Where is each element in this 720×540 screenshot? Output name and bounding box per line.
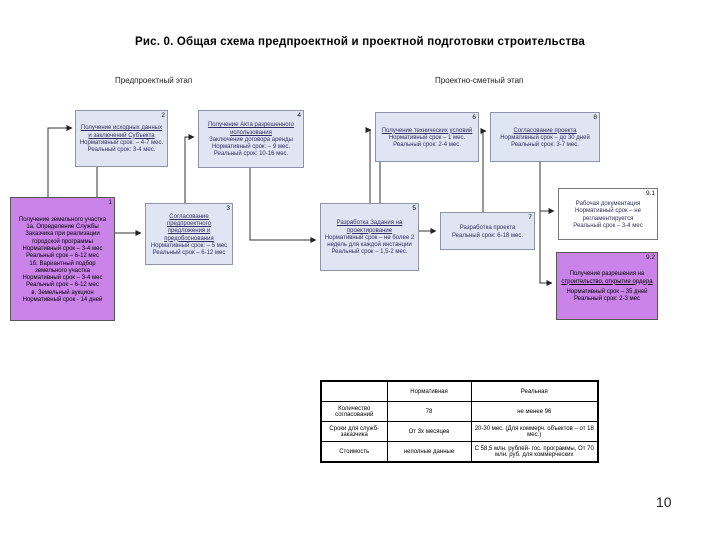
table-cell: 78: [386, 401, 472, 422]
step-text-line: Получение земельного участка: [18, 216, 107, 223]
page-number: 10: [656, 494, 672, 510]
step-text-line: Нормативный срок – не более 2 недель для…: [324, 234, 415, 249]
stage-header-project-estimate: Проектно-сметный этап: [435, 76, 524, 85]
step-text-line: Нормативный срок – 3-4 мес: [22, 245, 103, 252]
table-cell: Сроки для служб-заказчика: [320, 421, 388, 442]
step-text-line: Реальный срок – 6-12 мес: [152, 250, 226, 257]
step-text-line: Реальный срок: 10-16 мес.: [213, 151, 289, 158]
step-text-line: Реальный срок: 3-4 мес.: [87, 147, 156, 154]
step-text-line: Нормативный срок: – 4-7 мес.: [79, 140, 164, 146]
table-header-row: Нормативная Реальная: [320, 380, 599, 402]
step-title: Получение исходных данных и заключений С…: [80, 125, 163, 139]
table-row: Сроки для служб-заказчика От 3х месяцев …: [320, 421, 599, 442]
table-row: Количество согласований 78 не менее 96: [320, 401, 599, 422]
step-box-5-design-assignment: 5 Разработка Задания на проектирование Н…: [320, 203, 419, 271]
step-text-line: 1а. Определение Службы Заказчика при реа…: [25, 223, 100, 245]
table-cell: не менее 96: [470, 401, 599, 422]
step-title: Согласование проекта: [513, 127, 577, 134]
step-title: Получение технических условий: [381, 127, 473, 134]
step-number: 3: [226, 205, 230, 212]
table-cell: неполные данные: [386, 441, 472, 463]
table-cell: От 3х месяцев: [386, 421, 472, 442]
step-title: Согласование предпроектного предложения …: [164, 213, 214, 242]
step-text-line: Разработка проекта: [459, 225, 516, 232]
step-box-3-preproject-approval: 3 Согласование предпроектного предложени…: [145, 203, 233, 265]
table-header-cell: Нормативная: [386, 380, 472, 402]
summary-table: Нормативная Реальная Количество согласов…: [320, 380, 599, 463]
step-text-line: Нормативный срок – до 30 дней: [500, 134, 590, 141]
step-text-line: Реальный срок – 1,5-2 мес.: [331, 249, 408, 256]
step-box-9-1-working-documentation: 9.1 Рабочая документация Нормативный сро…: [558, 188, 658, 240]
table-header-cell: [320, 380, 388, 402]
step-number: 4: [297, 112, 301, 119]
stage-header-preproject: Предпроектный этап: [115, 76, 193, 85]
table-header-cell: Реальная: [470, 380, 599, 402]
step-text-line: Нормативный срок – 3-4 мес: [22, 275, 103, 282]
step-text-line: Реальный срок: 2-4 мес.: [393, 142, 461, 149]
step-text-line: Реальный срок – 3-4 мес: [573, 222, 643, 229]
step-number: 9.2: [645, 254, 655, 261]
step-text-line: в. Земельный аукцион: [31, 289, 94, 296]
step-text-line: Заключение договора аренды: [209, 136, 293, 143]
step-title: Получение Акта разрешенного использовани…: [207, 122, 295, 136]
step-text-line: Нормативный срок – 1 мес.: [388, 134, 466, 141]
step-number: 9.1: [645, 190, 655, 197]
step-number: 8: [593, 114, 597, 121]
step-box-1-land-plot: 1 Получение земельного участка 1а. Опред…: [10, 197, 115, 321]
step-number: 6: [472, 114, 476, 121]
step-number: 1: [108, 199, 112, 206]
step-box-2-initial-data: 2 Получение исходных данных и заключений…: [75, 110, 168, 167]
step-number: 7: [528, 214, 532, 221]
step-title: Разработка Задания на проектирование: [336, 220, 403, 234]
step-box-7-project-development: 7 Разработка проекта Реальный срок: 6-18…: [440, 212, 535, 250]
step-text-line: Нормативный срок – 35 дней: [566, 289, 648, 295]
table-cell: С 58,5 млн. рублей- гос. программы, От 7…: [470, 441, 599, 463]
step-title: строительство, открытие ордера: [561, 278, 653, 285]
table-row: Стоимость неполные данные С 58,5 млн. ру…: [320, 441, 599, 463]
step-text-line: Реальный срок – 6-12 мес: [26, 253, 99, 260]
table-cell: Стоимость: [320, 441, 388, 463]
step-box-4-permitted-use-act: 4 Получение Акта разрешенного использова…: [198, 110, 304, 168]
step-text-line: Реальный срок: 2-3 мес: [573, 296, 641, 303]
step-number: 5: [412, 205, 416, 212]
step-box-6-technical-conditions: 6 Получение технических условий Норматив…: [375, 112, 479, 162]
figure-title: Рис. 0. Общая схема предпроектной и прое…: [135, 36, 585, 48]
step-text-line: Нормативный срок: – 5 мес: [150, 242, 228, 249]
step-text-line: Реальный срок: 3-7 мес.: [511, 142, 579, 149]
step-text-line: Нормативный срок - 14 дней: [22, 297, 103, 304]
step-number: 2: [161, 112, 165, 119]
step-text-line: Получение разрешения на: [569, 271, 645, 278]
table-cell: 20-30 мес. (Для коммерч. объектов – от 1…: [470, 421, 599, 442]
step-box-9-2-construction-permit: 9.2 Получение разрешения на строительств…: [556, 252, 658, 320]
step-text-line: Реальный срок – 6-12 мес: [26, 282, 99, 289]
step-text-line: 1б. Вариантный подбор земельного участка: [29, 260, 96, 274]
table-cell: Количество согласований: [320, 401, 388, 422]
step-text-line: Нормативный срок: – 9 мес.: [211, 144, 291, 151]
step-text-line: Рабочая документация: [575, 200, 641, 207]
step-text-line: Нормативный срок – не регламентируется: [575, 208, 641, 222]
step-box-8-project-approval: 8 Согласование проекта Нормативный срок …: [490, 112, 600, 162]
step-text-line: Реальный срок: 6-18 мес.: [451, 232, 524, 239]
